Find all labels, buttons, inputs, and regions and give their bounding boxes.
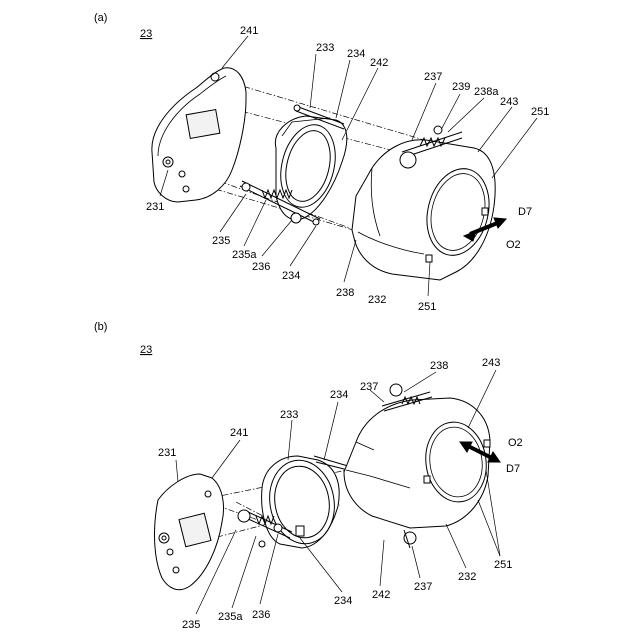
panel-b-label: (b) [94,321,107,333]
ref-b-237b: 237 [414,581,432,593]
leader-a-235a [244,200,266,246]
ref-b-241: 241 [230,427,248,439]
leader-b-233 [288,420,292,460]
ref-a-231: 231 [146,201,164,213]
leader-a-238 [344,240,356,282]
leader-a-236 [262,220,292,256]
leader-a-251 [492,118,537,178]
ref-b-243: 243 [482,357,500,369]
leader-a-238a [448,98,484,132]
ref-b-233: 233 [280,409,298,421]
ref-b-234b: 234 [334,595,352,607]
base-plate-231-b [155,474,224,590]
leader-b-241 [212,440,240,478]
ref-a-d7: D7 [518,206,532,218]
leader-b-231 [176,460,178,482]
leader-b-238 [404,372,436,392]
panel-a-assembly-ref: 23 [140,28,152,40]
leader-a-234b [290,226,316,266]
leader-a-243 [478,107,512,152]
ref-a-232: 232 [368,294,386,306]
ref-b-235: 235 [182,619,200,631]
ref-b-232: 232 [458,571,476,583]
holder-233-b [262,455,348,549]
ref-a-242: 242 [370,57,388,69]
ref-a-235a: 235a [232,249,257,261]
panel-a: (a) 23 [94,12,549,313]
pin-237-bottom-b [404,530,416,548]
leader-a-234 [336,60,350,118]
leader-b-234b [300,538,342,592]
leader-b-251a [486,470,500,556]
ref-b-242: 242 [372,589,390,601]
ref-a-238a: 238a [474,86,499,98]
ref-a-235: 235 [212,235,230,247]
leader-a-237 [412,83,436,140]
leader-b-235a [232,536,256,608]
ref-b-237: 237 [360,381,378,393]
panel-b: (b) 23 [94,321,523,631]
ref-b-234: 234 [330,389,348,401]
leader-b-237b [412,546,420,578]
panel-b-assembly-ref: 23 [140,344,152,356]
leader-b-234 [324,402,338,460]
ref-a-234: 234 [347,48,365,60]
ref-b-235a: 235a [218,611,243,623]
ref-a-251: 251 [531,106,549,118]
ref-a-239: 239 [452,81,470,93]
base-plate-231 [152,68,246,202]
ref-a-236: 236 [252,261,270,273]
leader-a-242 [342,68,378,140]
housing-232-b [344,398,491,528]
ref-b-o2: O2 [508,437,523,449]
leader-a-233 [310,54,316,108]
ref-a-241: 241 [240,25,258,37]
leader-a-241 [222,36,248,68]
ref-a-251b: 251 [418,301,436,313]
ref-b-231: 231 [158,447,176,459]
leader-a-235 [220,194,246,232]
ref-a-243: 243 [500,96,518,108]
ref-a-238: 238 [336,287,354,299]
ref-b-251: 251 [494,559,512,571]
leader-b-232 [446,524,466,568]
ref-a-234b: 234 [282,270,300,282]
ref-b-236: 236 [252,609,270,621]
ref-b-d7: D7 [506,463,520,475]
housing-232 [352,140,498,280]
leader-b-251b [478,500,500,556]
ref-a-237: 237 [424,71,442,83]
ref-a-o2: O2 [506,239,521,251]
panel-a-label: (a) [94,12,107,24]
ref-b-238: 238 [430,360,448,372]
leader-b-242 [380,540,384,586]
ref-a-233: 233 [316,42,334,54]
